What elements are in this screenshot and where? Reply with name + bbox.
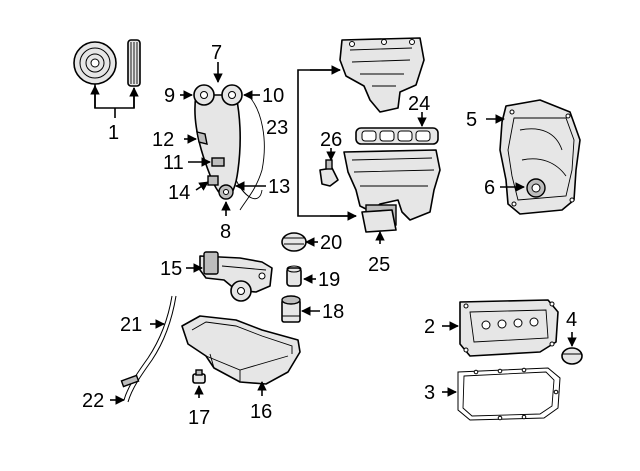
callout-9: 9	[164, 85, 175, 107]
valve-cover-part	[459, 299, 559, 357]
dipstick-tube-part	[120, 295, 177, 403]
intake-manifold-lower-part	[343, 149, 441, 233]
intake-gasket-part	[355, 127, 439, 145]
callout-14: 14	[168, 182, 190, 204]
callout-6: 6	[484, 177, 495, 199]
callout-25: 25	[368, 254, 390, 276]
callout-12: 12	[152, 129, 174, 151]
callout-22: 22	[82, 390, 104, 412]
callout-3: 3	[424, 382, 435, 404]
oil-cap-part	[561, 347, 583, 365]
callout-23: 23	[266, 117, 288, 139]
crankshaft-pulley-part	[73, 39, 141, 87]
oil-pan-part	[181, 315, 301, 385]
oil-filler-cap-part	[281, 232, 307, 252]
callout-4: 4	[566, 309, 577, 331]
callout-21: 21	[120, 314, 142, 336]
callout-15: 15	[160, 258, 182, 280]
callout-20: 20	[320, 232, 342, 254]
callout-17: 17	[188, 407, 210, 429]
callout-24: 24	[408, 93, 430, 115]
callout-1: 1	[108, 122, 119, 144]
intake-manifold-upper-part	[339, 37, 425, 113]
callout-8: 8	[220, 221, 231, 243]
callout-5: 5	[466, 109, 477, 131]
callout-13: 13	[268, 176, 290, 198]
oil-filter-part	[281, 295, 301, 323]
callout-26: 26	[320, 129, 342, 151]
valve-cover-gasket-part	[457, 367, 561, 421]
leader-1	[94, 84, 135, 109]
callout-18: 18	[322, 301, 344, 323]
oil-filter-adapter-part	[286, 265, 302, 287]
callout-16: 16	[250, 401, 272, 423]
oil-pump-part	[199, 251, 273, 302]
callout-7: 7	[211, 42, 222, 64]
callout-11: 11	[163, 152, 184, 174]
timing-chain-part	[193, 84, 265, 211]
callout-10: 10	[262, 85, 284, 107]
leader-14	[195, 181, 209, 191]
callout-2: 2	[424, 316, 435, 338]
sensor-part	[319, 159, 339, 187]
timing-cover-part	[499, 99, 581, 215]
drain-plug-part	[192, 369, 206, 384]
callout-19: 19	[318, 269, 340, 291]
